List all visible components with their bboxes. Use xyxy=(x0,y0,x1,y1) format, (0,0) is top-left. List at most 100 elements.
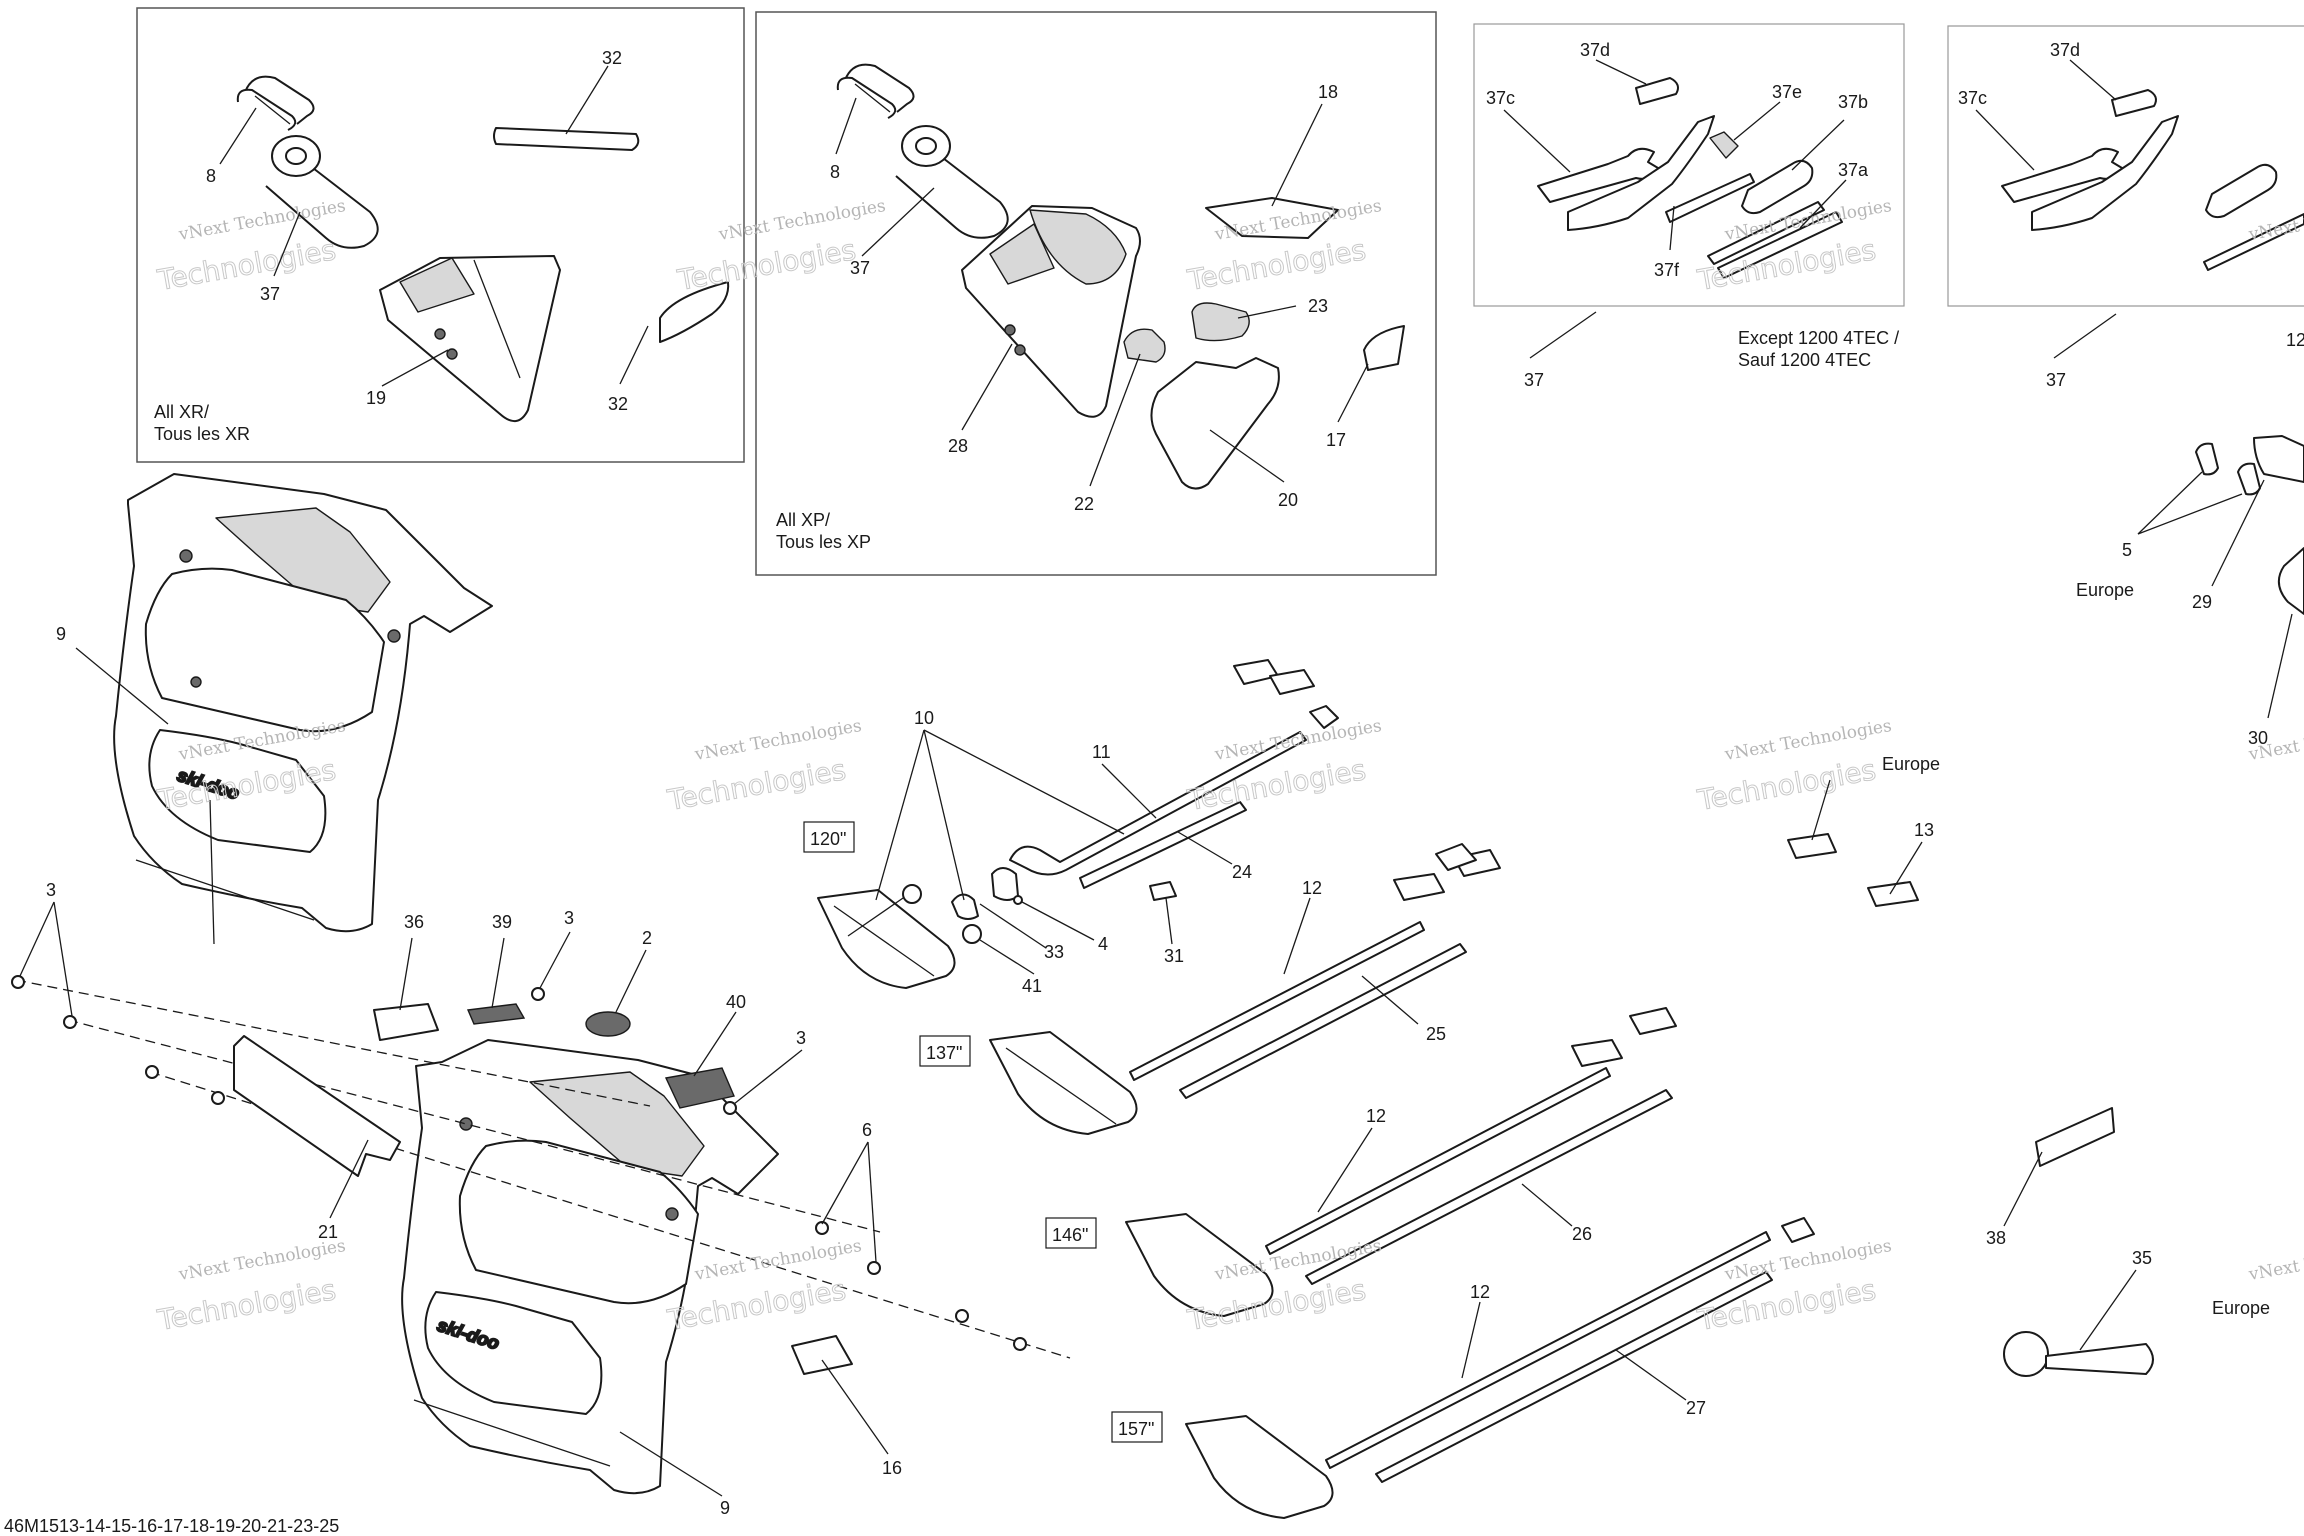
tail-light-137 xyxy=(989,1031,1138,1135)
callout-37d: 37d xyxy=(1580,40,1610,60)
connector-12c xyxy=(1781,1217,1815,1243)
callout-5: 5 xyxy=(2122,540,2132,560)
document-id: 46M1513-14-15-16-17-18-19-20-21-23-25 xyxy=(4,1516,339,1536)
svg-text:Technologies: Technologies xyxy=(665,753,849,817)
callout-37c: 37c xyxy=(1486,88,1515,108)
callout-20: 20 xyxy=(1278,490,1298,510)
callout-32a: 32 xyxy=(602,48,622,68)
tail-light-120 xyxy=(817,889,956,989)
callout-39: 39 xyxy=(492,912,512,932)
callout-37c2: 37c xyxy=(1958,88,1987,108)
pad-22 xyxy=(1123,328,1166,363)
rear-panel-9a: ski-doo xyxy=(113,473,493,945)
label-36 xyxy=(373,1003,439,1041)
callout-8a: 8 xyxy=(206,166,216,186)
tool-kit-a xyxy=(1537,77,1843,279)
callout-29: 29 xyxy=(2192,592,2212,612)
callout-10: 10 xyxy=(914,708,934,728)
label-tape-137 xyxy=(1393,843,1501,901)
label-except-2: Sauf 1200 4TEC xyxy=(1738,350,1871,370)
svg-text:Technologies: Technologies xyxy=(675,233,859,297)
harness-12b xyxy=(1265,1067,1611,1255)
label-europe-2: Europe xyxy=(1882,754,1940,774)
clip-5b xyxy=(2237,462,2261,496)
callout-12b: 12 xyxy=(1366,1106,1386,1126)
callout-32b: 32 xyxy=(608,394,628,414)
callout-9a: 9 xyxy=(56,624,66,644)
callout-2: 2 xyxy=(642,928,652,948)
callout-13: 13 xyxy=(1914,820,1934,840)
rear-panel-9b: ski-doo xyxy=(401,1039,779,1495)
connector-29 xyxy=(2253,435,2304,483)
callout-18: 18 xyxy=(1318,82,1338,102)
label-tape-top xyxy=(1233,659,1315,695)
label-europe-1: Europe xyxy=(2076,580,2134,600)
label-39 xyxy=(466,1003,526,1025)
callout-30: 30 xyxy=(2248,728,2268,748)
callout-24: 24 xyxy=(1232,862,1252,882)
callout-23: 23 xyxy=(1308,296,1328,316)
callout-12a: 12 xyxy=(1302,878,1322,898)
label-xp-1: All XP/ xyxy=(776,510,830,530)
callout-8b: 8 xyxy=(830,162,840,182)
length-tags: 120" 137" 146" 157" xyxy=(803,821,1163,1443)
callout-3a: 3 xyxy=(46,880,56,900)
label-38 xyxy=(2035,1107,2115,1167)
pad-23 xyxy=(1191,302,1250,342)
callout-28: 28 xyxy=(948,436,968,456)
strip-25 xyxy=(1179,943,1467,1099)
assembly-line-1 xyxy=(15,979,651,1107)
inset-frame-xp xyxy=(755,11,1437,576)
foam-roll-37a xyxy=(265,135,379,249)
harness-12c xyxy=(1325,1231,1771,1469)
svg-text:vNext Technologies: vNext Technologies xyxy=(2246,1236,2304,1285)
strip-32a xyxy=(493,127,640,151)
flap-21 xyxy=(233,1035,401,1177)
callout-19: 19 xyxy=(366,388,386,408)
harness-12a xyxy=(1129,921,1425,1081)
leader-lines xyxy=(19,59,2293,1497)
label-xr-2: Tous les XR xyxy=(154,424,250,444)
callout-17: 17 xyxy=(1326,430,1346,450)
foam-roll-37b xyxy=(895,125,1009,239)
tag-120: 120" xyxy=(810,829,846,849)
callout-41: 41 xyxy=(1022,976,1042,996)
callout-3c: 3 xyxy=(796,1028,806,1048)
bracket-19 xyxy=(379,255,561,422)
tag-137: 137" xyxy=(926,1043,962,1063)
callout-37-right: 37 xyxy=(2046,370,2066,390)
mirror-35 xyxy=(2003,1331,2154,1377)
callout-37f: 37f xyxy=(1654,260,1680,280)
strip-26 xyxy=(1305,1089,1673,1285)
clip-5a xyxy=(2195,442,2219,476)
callout-37b2: 37b xyxy=(1838,92,1868,112)
tail-light-157 xyxy=(1185,1415,1334,1519)
tool-kit-b xyxy=(2001,89,2304,271)
label-xr-1: All XR/ xyxy=(154,402,209,422)
label-except-1: Except 1200 4TEC / xyxy=(1738,328,1899,348)
callout-26: 26 xyxy=(1572,1224,1592,1244)
inset-frame-tools-a xyxy=(1473,23,1905,307)
callout-35: 35 xyxy=(2132,1248,2152,1268)
label-europe xyxy=(1787,833,1837,859)
strip-27 xyxy=(1375,1271,1773,1483)
callout-9b: 9 xyxy=(720,1498,730,1518)
callout-6: 6 xyxy=(862,1120,872,1140)
svg-text:Technologies: Technologies xyxy=(1185,233,1369,297)
fasteners xyxy=(11,975,1027,1351)
callout-37d2: 37d xyxy=(2050,40,2080,60)
emblem-2 xyxy=(585,1011,631,1037)
callout-4: 4 xyxy=(1098,934,1108,954)
callout-3b: 3 xyxy=(564,908,574,928)
callout-12c: 12 xyxy=(1470,1282,1490,1302)
label-13 xyxy=(1867,881,1919,907)
svg-text:vNext Technologies: vNext Technologies xyxy=(2246,196,2304,245)
callout-37a2: 37a xyxy=(1838,160,1869,180)
pad-20 xyxy=(1150,357,1280,490)
callout-36: 36 xyxy=(404,912,424,932)
callout-27: 27 xyxy=(1686,1398,1706,1418)
callout-numbers: 8 32 37 19 32 8 18 37 23 28 17 22 20 37d… xyxy=(46,40,2304,1518)
strip-32b xyxy=(659,281,730,343)
callout-16: 16 xyxy=(882,1458,902,1478)
connector-top xyxy=(1309,705,1339,729)
